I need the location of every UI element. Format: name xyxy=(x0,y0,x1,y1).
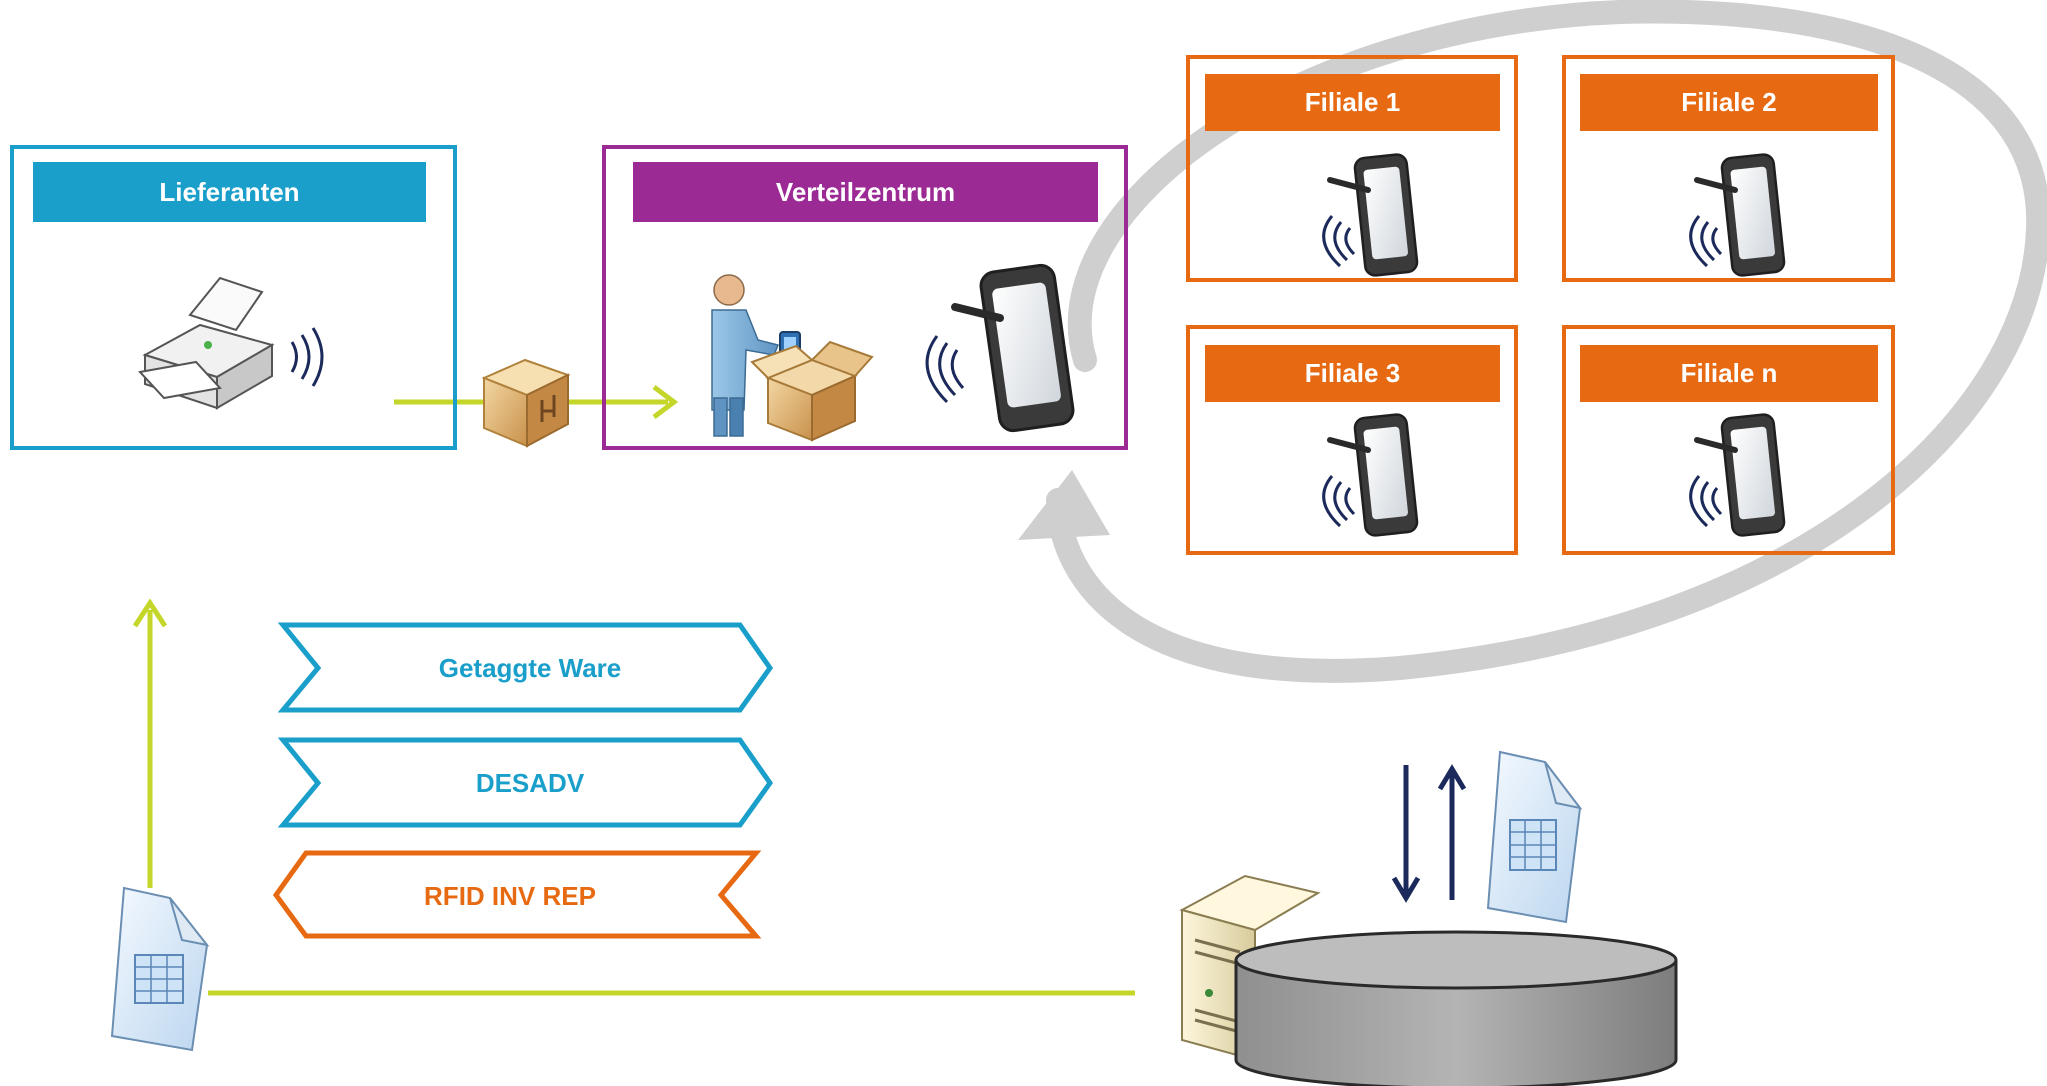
rfid-wave-icon xyxy=(290,327,324,387)
node-distribution-title: Verteilzentrum xyxy=(633,162,1098,222)
message-label-getaggte-ware: Getaggte Ware xyxy=(438,652,622,683)
store-tablets xyxy=(1322,153,1786,537)
node-store-title: Filiale 3 xyxy=(1205,345,1500,402)
data-exchange-arrows xyxy=(1391,764,1467,903)
flow-arrowhead-to-supplier xyxy=(132,598,168,628)
node-supplier xyxy=(10,145,457,450)
backend-spreadsheet-icon xyxy=(1486,750,1583,924)
open-box-icon xyxy=(750,340,874,442)
rfid-tablet-icon xyxy=(925,263,1075,433)
database-icon xyxy=(1234,930,1678,1086)
printer-icon xyxy=(138,276,275,410)
node-store xyxy=(1562,325,1895,555)
node-store xyxy=(1562,55,1895,282)
node-store xyxy=(1186,55,1518,282)
node-store xyxy=(1186,325,1518,555)
flow-arrowhead-to-distribution xyxy=(652,385,679,419)
message-chevron-desadv xyxy=(277,737,774,828)
node-store-title: Filiale 2 xyxy=(1580,74,1878,131)
message-label-desadv: DESADV xyxy=(475,767,585,798)
node-store-title: Filiale 1 xyxy=(1205,74,1500,131)
message-chevron-rfid-inv-rep xyxy=(272,850,762,939)
message-label-rfid-inv-rep: RFID INV REP xyxy=(424,880,596,911)
node-supplier-title: Lieferanten xyxy=(33,162,426,222)
package-icon xyxy=(481,358,571,448)
message-chevron-getaggte-ware xyxy=(277,622,774,713)
node-store-title: Filiale n xyxy=(1580,345,1878,402)
spreadsheet-document-icon xyxy=(110,886,210,1052)
node-distribution xyxy=(602,145,1128,450)
